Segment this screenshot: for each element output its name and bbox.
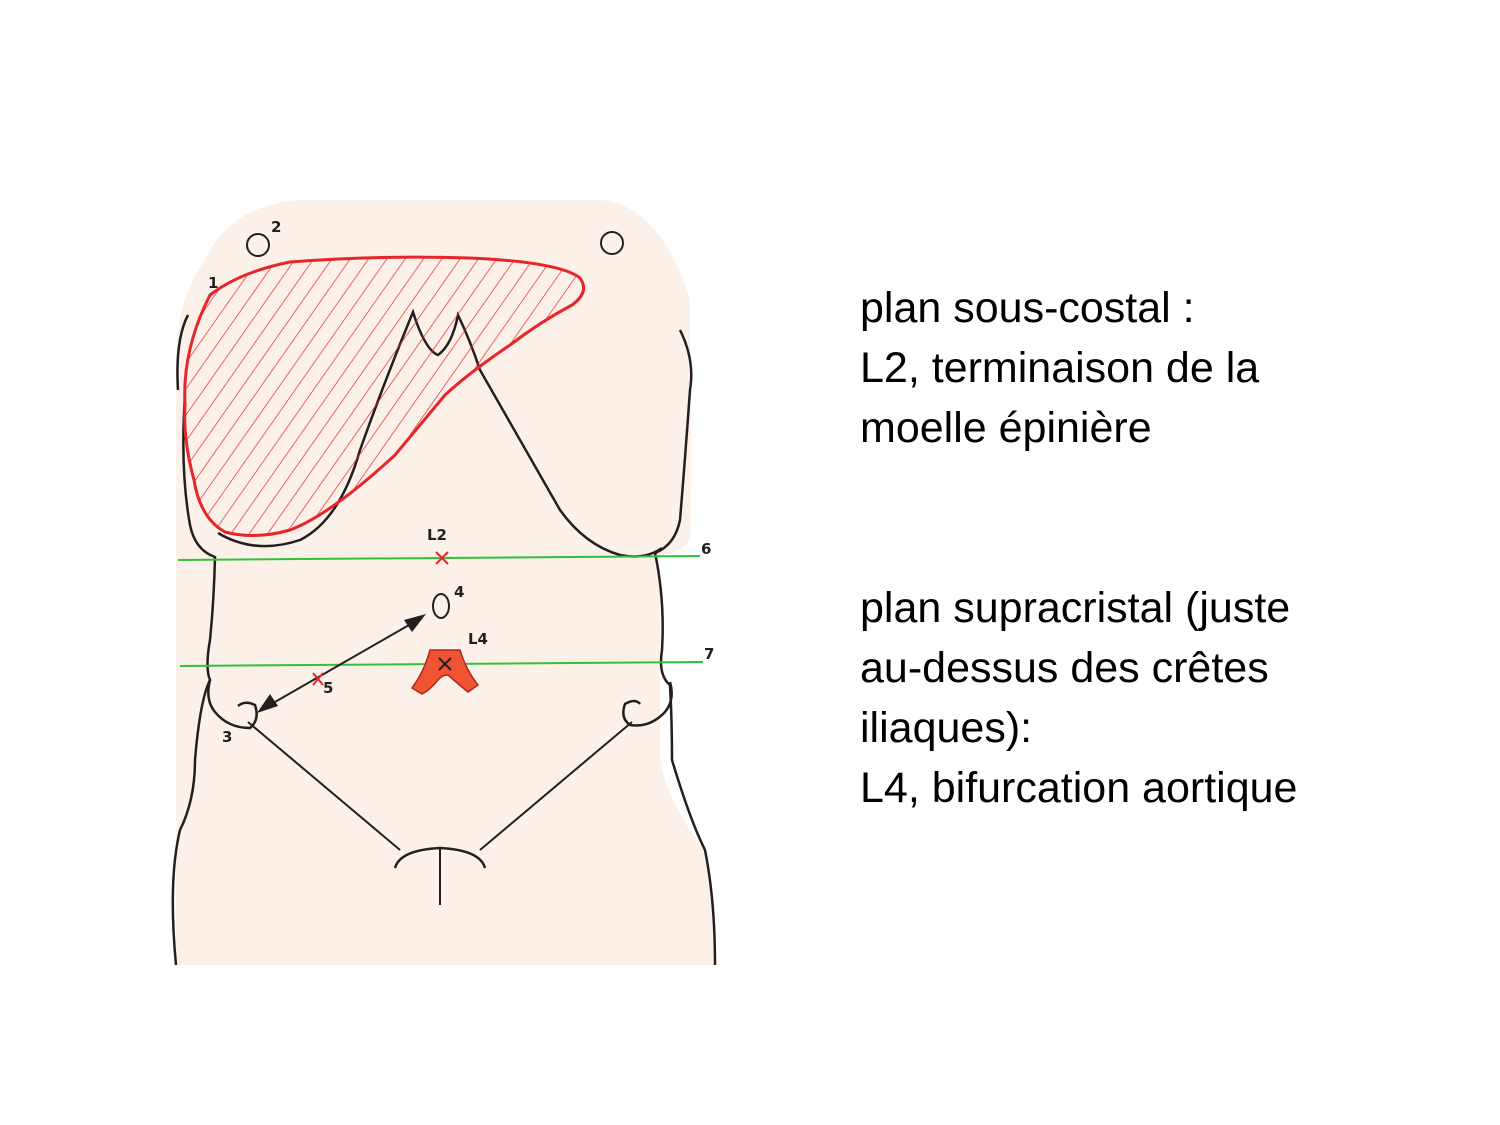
caption-line: plan sous-costal : bbox=[860, 284, 1195, 332]
supracristal-plane-caption: plan supracristal (juste au-dessus des c… bbox=[860, 578, 1460, 818]
arrowhead-up bbox=[404, 614, 426, 632]
right-nipple-circle bbox=[600, 231, 624, 255]
caption-line: L4, bifurcation aortique bbox=[860, 764, 1298, 812]
supracristal-plane-number-label: 7 bbox=[704, 645, 714, 663]
subcostal-plane-line bbox=[177, 555, 701, 561]
right-inguinal-ligament bbox=[479, 721, 633, 851]
left-inguinal-ligament bbox=[247, 721, 401, 851]
l2-cross-marker bbox=[435, 551, 449, 565]
aortic-bifurcation bbox=[410, 649, 480, 695]
liver-number-label: 1 bbox=[208, 274, 218, 292]
right-iliac-crest bbox=[622, 681, 673, 727]
iliac-spine-number-label: 3 bbox=[222, 728, 232, 746]
caption-line: moelle épinière bbox=[860, 404, 1152, 452]
subcostal-plane-number-label: 6 bbox=[701, 540, 711, 558]
arrowhead-down bbox=[257, 694, 278, 713]
l4-cross-marker bbox=[438, 657, 452, 671]
caption-line: au-dessus des crêtes bbox=[860, 644, 1269, 692]
l4-vertebra-label: L4 bbox=[468, 630, 488, 648]
left-nipple-circle bbox=[246, 233, 270, 257]
spino-umbilical-line bbox=[267, 620, 417, 707]
nipple-number-label: 2 bbox=[271, 218, 281, 236]
caption-line: L2, terminaison de la bbox=[860, 344, 1260, 392]
caption-line: iliaques): bbox=[860, 704, 1033, 752]
l2-vertebra-label: L2 bbox=[427, 526, 447, 544]
subcostal-plane-caption: plan sous-costal : L2, terminaison de la… bbox=[860, 278, 1460, 458]
umbilicus-ellipse bbox=[432, 593, 450, 619]
liver bbox=[183, 255, 586, 538]
left-iliac-crest bbox=[207, 679, 258, 730]
midpoint-number-label: 5 bbox=[323, 679, 333, 697]
torso-right-outline bbox=[653, 329, 717, 966]
midpoint-cross-marker bbox=[312, 672, 324, 686]
umbilicus-number-label: 4 bbox=[454, 583, 464, 601]
caption-line: plan supracristal (juste bbox=[860, 584, 1291, 632]
